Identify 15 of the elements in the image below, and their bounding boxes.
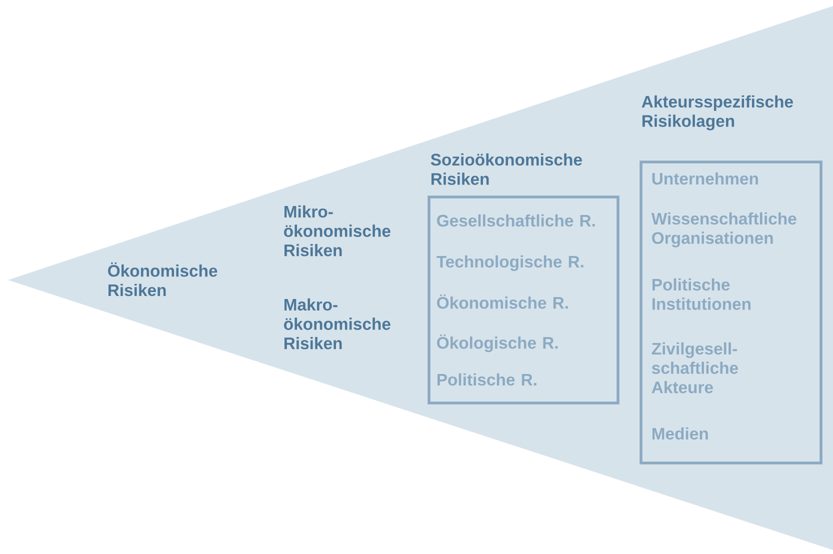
list-item: Medien [652,427,708,440]
list-item: Ökologische R. [437,334,558,352]
list-item: Zivilgesell-schaftliche Akteure [652,342,738,394]
band-label: Makro-ökonomische Risiken [284,298,390,350]
list-item: Wissenschaftliche Organisationen [651,212,796,248]
box-heading: Sozioökonomische Risiken [430,153,582,185]
list-item: Politische Institutionen [652,278,750,310]
band-label: Mikro-ökonomische Risiken [284,205,390,256]
list-item: Ökonomische R. [437,294,568,309]
list-item: Unternehmen [652,172,758,185]
band-label: Ökonomische Risiken [108,262,218,296]
list-item: Technologische R. [436,255,584,271]
box-heading: Akteursspezifische Risikolagen [642,95,793,130]
list-item: Politische R. [438,373,536,386]
list-item: Gesellschaftliche R. [437,214,595,227]
